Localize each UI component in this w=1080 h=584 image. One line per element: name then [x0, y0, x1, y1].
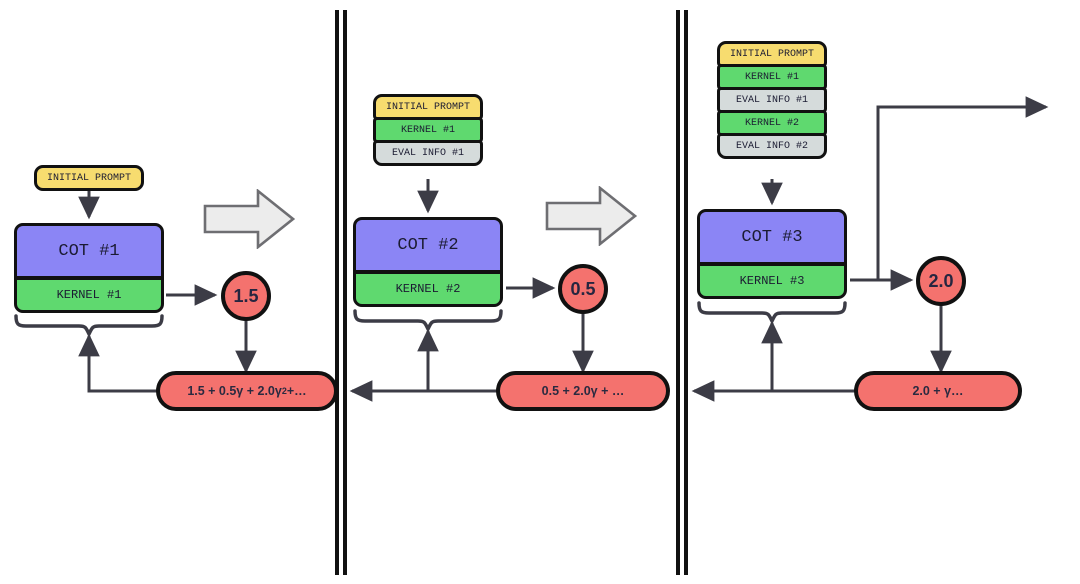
transition-2-3-block-arrow [545, 186, 637, 246]
brace-trajectory-2 [353, 309, 503, 333]
stage-3-reward-node[interactable]: 2.0 [916, 256, 966, 306]
stage-2-return-node[interactable]: 0.5 + 2.0γ + … [496, 371, 670, 411]
context-block-initial-prompt[interactable]: INITIAL PROMPT [34, 165, 144, 191]
stage-3-context-stack: INITIAL PROMPT KERNEL #1 EVAL INFO #1 KE… [717, 41, 827, 159]
stage-2-reward-node[interactable]: 0.5 [558, 264, 608, 314]
context-block-eval-info-1[interactable]: EVAL INFO #1 [373, 140, 483, 166]
wire-return-to-trajectory-1 [78, 333, 160, 393]
phase-separator-1 [335, 10, 347, 575]
stage-1-kernel-block[interactable]: KERNEL #1 [14, 277, 164, 313]
stage-1-context-stack: INITIAL PROMPT [34, 165, 144, 191]
stage-3-kernel-block[interactable]: KERNEL #3 [697, 263, 847, 299]
context-block-eval-info-2[interactable]: EVAL INFO #2 [717, 133, 827, 159]
stage-2-return-label: 0.5 + 2.0γ + … [541, 384, 625, 398]
stage-1-reward-node[interactable]: 1.5 [221, 271, 271, 321]
context-block-kernel-1[interactable]: KERNEL #1 [717, 64, 827, 90]
brace-trajectory-1 [14, 314, 164, 338]
stage-1-return-tail: +… [286, 384, 307, 398]
stage-2-cot-block[interactable]: COT #2 [353, 217, 503, 273]
stage-1-cot-block[interactable]: COT #1 [14, 223, 164, 279]
stage-1-return-label: 1.5 + 0.5γ + 2.0γ [187, 384, 282, 398]
stage-3-return-label: 2.0 + γ… [912, 384, 964, 398]
stage-2-kernel-block[interactable]: KERNEL #2 [353, 271, 503, 307]
stage-3-return-node[interactable]: 2.0 + γ… [854, 371, 1022, 411]
transition-1-2-block-arrow [203, 189, 295, 249]
stage-3-cot-block[interactable]: COT #3 [697, 209, 847, 265]
context-block-initial-prompt[interactable]: INITIAL PROMPT [373, 94, 483, 120]
stage-2-context-stack: INITIAL PROMPT KERNEL #1 EVAL INFO #1 [373, 94, 483, 166]
wire-continue-next-iteration [850, 96, 1049, 282]
stage-1-return-exponent: 2 [281, 386, 287, 396]
brace-trajectory-3 [697, 301, 847, 325]
phase-separator-2 [676, 10, 688, 575]
